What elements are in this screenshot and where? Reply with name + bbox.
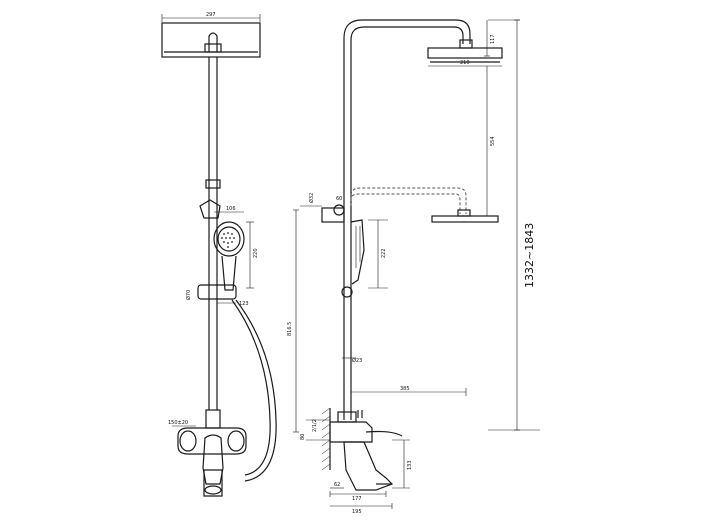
nozzle-dots [221,232,235,248]
front-view: 297 106 220 [161,12,277,497]
diverter-side [337,411,357,423]
dim-total-reach: 195 [352,509,362,515]
dim-holder-offset: 123 [239,301,249,307]
dim-inlet-spacing: 150±20 [168,420,188,426]
diverter [205,409,221,429]
dim-overall-height: 1332~1843 [523,223,536,288]
dim-hand-width: 106 [226,206,236,212]
slider-knob [341,286,353,298]
hand-shower-handle [221,255,237,291]
shower-hose [231,299,271,476]
lever-side [365,430,403,437]
dim-slider-travel: 222 [381,248,387,258]
spout [203,469,223,497]
side-view: 210 117 554 1332~1843 Ø32 60 222 [287,19,540,515]
dim-spout-offset: 62 [334,482,340,488]
mixer-lever [202,434,224,485]
dim-head-height: 117 [490,34,496,44]
hand-shower [213,221,245,257]
dim-bracket-diameter: Ø32 [308,193,315,203]
shower-head-lower [431,215,499,223]
riser-arm [343,19,471,420]
wall-bracket [321,207,345,223]
hand-shower-side [350,219,365,285]
dim-bar-length: 816.5 [287,322,293,336]
dim-head-diameter: 210 [460,60,470,66]
rain-shower-head [161,22,261,58]
dim-hand-height: 220 [253,248,259,258]
dim-top-width: 297 [206,12,216,18]
mixer-body [177,427,247,455]
dim-bracket-offset: 60 [336,196,342,202]
dim-arm-drop: 554 [490,136,496,146]
dim-holder-diameter: Ø70 [185,290,192,300]
dim-spout-reach: 177 [352,496,362,502]
lower-position-arm [350,187,467,214]
dim-spout-height: 133 [407,460,413,470]
dim-bar-diameter: Ø23 [352,357,362,364]
dim-arm-reach: 385 [400,386,410,392]
wall-hatch [321,407,331,471]
shower-head-neck [208,32,218,52]
dim-pipe-gap: 80 [300,434,306,440]
spout-side [343,441,394,491]
shower-head-upper [427,47,503,59]
dim-pipe-size: 2/1/2 [312,419,318,432]
slide-holder [197,284,237,300]
mixer-side [329,421,373,443]
